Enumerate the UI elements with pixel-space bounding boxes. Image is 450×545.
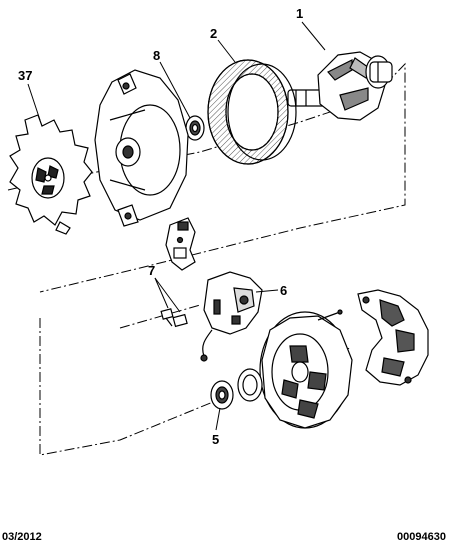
fan-part-37 bbox=[9, 114, 93, 235]
leader-lines bbox=[27, 21, 326, 431]
regulator-part-6 bbox=[200, 271, 263, 362]
footer-reference-number: 00094630 bbox=[397, 531, 446, 543]
callout-37: 37 bbox=[18, 68, 32, 83]
callout-8: 8 bbox=[153, 48, 160, 63]
callout-labels: 1 2 8 37 7 6 5 bbox=[18, 6, 303, 447]
brush-holder bbox=[165, 217, 196, 271]
callout-6: 6 bbox=[280, 283, 287, 298]
seal-ring bbox=[237, 368, 263, 402]
drive-end-housing bbox=[94, 69, 189, 227]
bearing-part-5 bbox=[210, 380, 234, 410]
footer-date: 03/2012 bbox=[2, 531, 42, 543]
bearing-part-8 bbox=[185, 115, 205, 141]
stator-part bbox=[207, 59, 297, 165]
callout-2: 2 bbox=[210, 26, 217, 41]
rear-housing bbox=[259, 309, 353, 429]
callout-7: 7 bbox=[148, 263, 155, 278]
rectifier bbox=[357, 289, 429, 386]
callout-1: 1 bbox=[296, 6, 303, 21]
rotor-part bbox=[287, 51, 393, 121]
brushes-part-7 bbox=[160, 308, 188, 328]
callout-5: 5 bbox=[212, 432, 219, 447]
